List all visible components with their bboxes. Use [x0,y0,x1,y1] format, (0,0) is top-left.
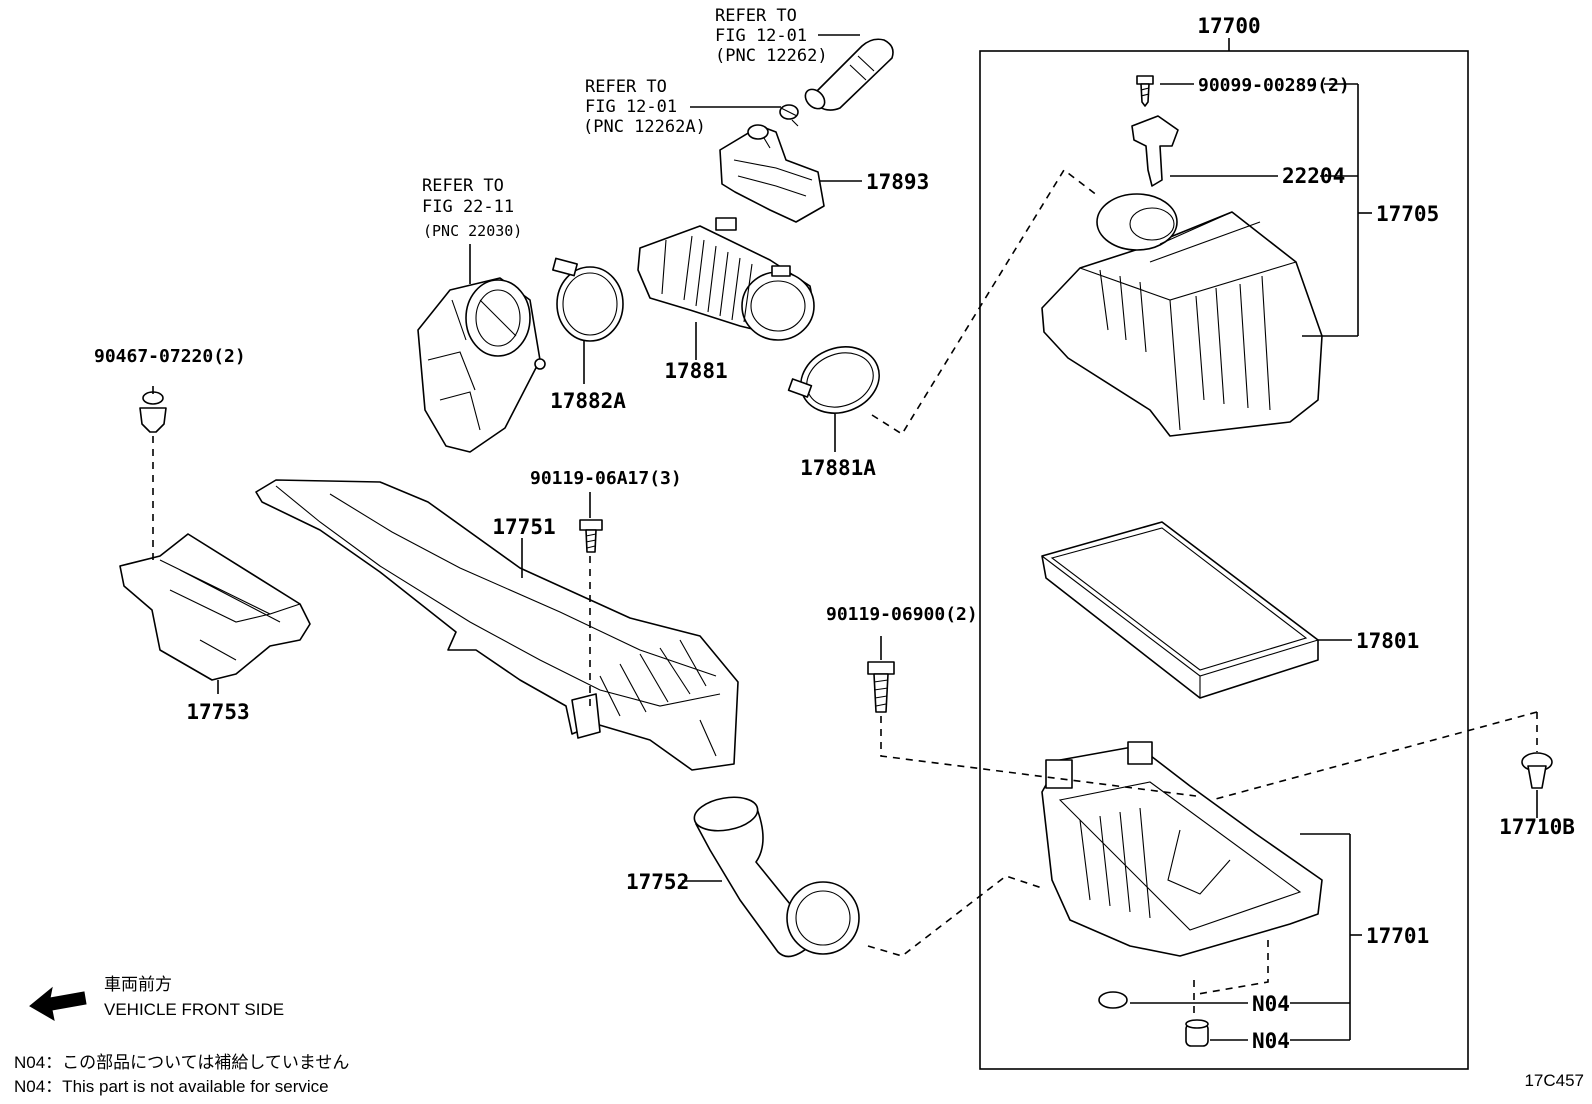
front-label-jp: 車両前方 [104,975,172,994]
part-label-90119-06900: 90119-06900(2) [826,604,978,625]
part-label-17753: 17753 [186,700,249,724]
part-label-17710b: 17710B [1499,815,1575,839]
part-label-17882a: 17882A [550,389,626,413]
part-label-n04-b: N04 [1252,1029,1290,1053]
air-cleaner-cap-17705 [1041,193,1323,437]
sensor-22204 [1131,115,1179,187]
part-label-17881: 17881 [664,359,727,383]
part-label-90467: 90467-07220(2) [94,346,246,367]
assembly-17700: 17700 [979,14,1469,1070]
clip-12262a [779,104,799,127]
reference-3: REFER TO FIG 22-11 (PNC 22030) [422,176,522,284]
screw-90099 [1136,75,1154,107]
inlet-duct-17752 [693,796,860,958]
air-cleaner-case-17701 [1041,741,1323,957]
svg-text:(PNC 12262A): (PNC 12262A) [583,117,706,137]
clip-90467 [139,386,167,433]
part-label-17801: 17801 [1356,629,1419,653]
front-arrow-icon [29,986,87,1021]
hose-12262 [804,38,894,111]
part-label-17881a: 17881A [800,456,876,480]
clip-17710b [1521,752,1553,789]
filter-element-17801 [1041,521,1319,699]
vehicle-front-indicator: 車両前方 VEHICLE FRONT SIDE [29,975,284,1021]
svg-text:REFER TO: REFER TO [715,6,797,26]
part-label-17705: 17705 [1376,202,1439,226]
svg-text:REFER TO: REFER TO [585,77,667,97]
plug-n04 [1185,1019,1209,1047]
svg-text:FIG 22-11: FIG 22-11 [422,197,514,217]
svg-text:(PNC 22030): (PNC 22030) [423,222,522,240]
reference-1: REFER TO FIG 12-01 (PNC 12262) [715,6,860,66]
bracket-17753 [119,533,311,681]
clamp-17882a [552,257,624,342]
note-jp: N04：この部品については補給していません [14,1053,349,1072]
svg-text:REFER TO: REFER TO [422,176,504,196]
part-label-17752: 17752 [626,870,689,894]
note-en: N04：This part is not available for servi… [14,1077,329,1096]
bolt-90119-06a17 [579,519,603,553]
part-label-90119-06a17: 90119-06A17(3) [530,468,682,489]
part-label-17893: 17893 [866,170,929,194]
reference-2: REFER TO FIG 12-01 (PNC 12262A) [583,77,781,137]
resonator-17893 [719,124,825,223]
part-label-n04-a: N04 [1252,992,1290,1016]
intake-hose-17881 [637,217,815,341]
figure-code: 17C457 [1524,1071,1584,1090]
clamp-17881a [787,346,880,414]
air-duct-17751 [255,479,739,771]
part-label-17701: 17701 [1366,924,1429,948]
bolt-90119-06900 [867,661,895,713]
svg-text:(PNC 12262): (PNC 12262) [715,46,828,66]
throttle-body [417,277,546,453]
svg-text:FIG 12-01: FIG 12-01 [585,97,677,117]
part-label-90099: 90099-00289(2) [1198,75,1350,96]
grommet-n04 [1098,991,1128,1009]
svg-text:FIG 12-01: FIG 12-01 [715,26,807,46]
part-label-17751: 17751 [492,515,555,539]
front-label-en: VEHICLE FRONT SIDE [104,1000,284,1019]
assembly-number-label: 17700 [1197,14,1260,38]
